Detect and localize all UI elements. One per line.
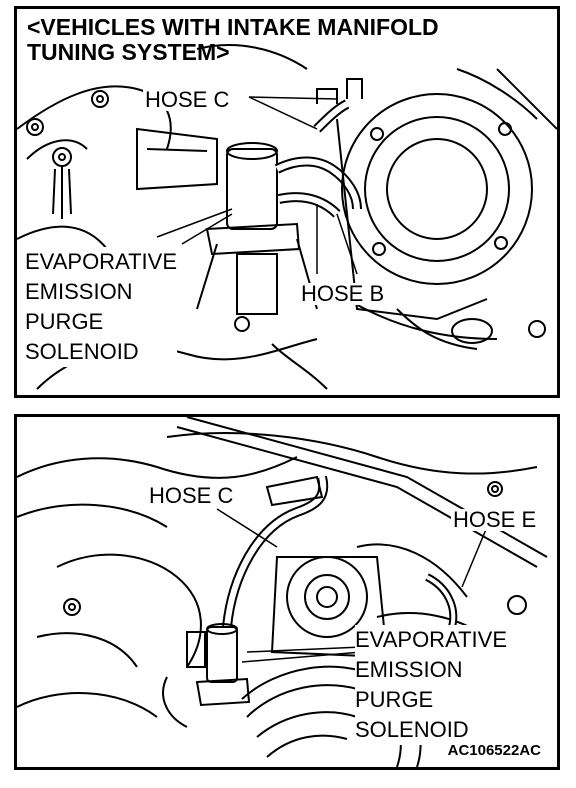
top-solenoid-label: EVAPORATIVE EMISSION PURGE SOLENOID: [25, 247, 178, 367]
top-solenoid-line-3: PURGE: [25, 309, 104, 334]
bottom-hose-e-label: HOSE E: [451, 507, 539, 532]
top-illustration-panel: <VEHICLES WITH INTAKE MANIFOLD TUNING SY…: [14, 6, 560, 398]
top-solenoid-line-1: EVAPORATIVE: [25, 249, 178, 274]
section-header: <VEHICLES WITH INTAKE MANIFOLD TUNING SY…: [27, 15, 439, 65]
bottom-solenoid-line-2: EMISSION: [355, 657, 463, 682]
bottom-solenoid-line-4: SOLENOID: [355, 717, 469, 742]
top-hose-c-label: HOSE C: [143, 87, 232, 112]
bottom-solenoid-label: EVAPORATIVE EMISSION PURGE SOLENOID: [355, 625, 508, 745]
top-solenoid-line-2: EMISSION: [25, 279, 133, 304]
header-line-1: <VEHICLES WITH INTAKE MANIFOLD: [27, 14, 439, 40]
header-line-2: TUNING SYSTEM>: [27, 39, 230, 65]
top-hose-b-label: HOSE B: [299, 281, 387, 306]
bottom-solenoid-line-3: PURGE: [355, 687, 434, 712]
bottom-solenoid-line-1: EVAPORATIVE: [355, 627, 508, 652]
figure-code: AC106522AC: [447, 742, 541, 759]
top-engine-drawing: [17, 44, 557, 390]
top-solenoid-line-4: SOLENOID: [25, 339, 139, 364]
bottom-illustration-panel: HOSE C HOSE E EVAPORATIVE EMISSION PURGE…: [14, 414, 560, 770]
bottom-hose-c-label: HOSE C: [147, 483, 236, 508]
